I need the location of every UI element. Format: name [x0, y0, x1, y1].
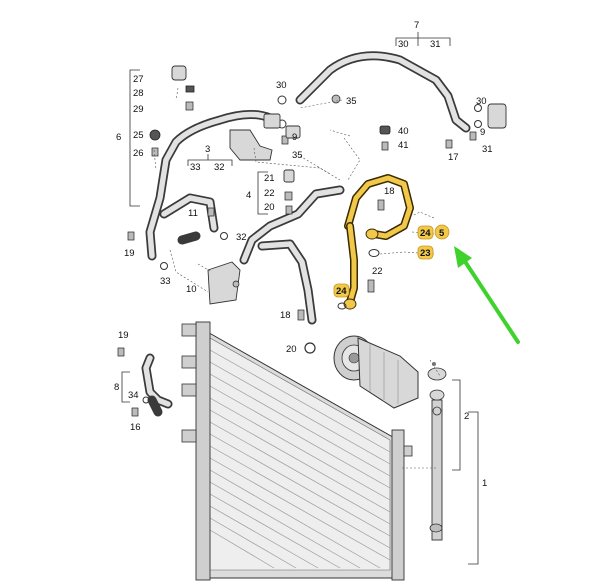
label-7: 7: [414, 20, 419, 31]
label-22: 22: [264, 188, 275, 199]
label-18-lower: 18: [280, 310, 291, 321]
badge-24-upper: [417, 225, 434, 240]
receiver-drier: [427, 362, 447, 541]
badge-23: [417, 245, 434, 260]
small-parts: [117, 65, 507, 417]
label-20: 20: [264, 202, 275, 213]
label-31: 31: [430, 39, 441, 50]
label-35-upper: 35: [346, 96, 357, 107]
grey-hoses: [141, 51, 471, 417]
label-32: 32: [214, 162, 225, 173]
label-17: 17: [448, 152, 459, 163]
label-25: 25: [133, 130, 144, 141]
compressor: [333, 335, 419, 409]
label-19: 19: [124, 248, 135, 259]
badge-5: [434, 224, 450, 240]
label-4: 4: [246, 190, 251, 201]
part-labels: 7 30 31 27 28 29 6 25 26 30 9 35 35 3 33…: [114, 20, 493, 489]
label-3: 3: [205, 144, 210, 155]
label-24-upper: 24: [420, 228, 431, 239]
label-29: 29: [133, 104, 144, 115]
label-18: 18: [384, 186, 395, 197]
label-33-lower: 33: [160, 276, 171, 287]
label-26: 26: [133, 148, 144, 159]
label-23: 23: [420, 248, 431, 259]
label-40: 40: [398, 126, 409, 137]
label-6: 6: [116, 132, 121, 143]
label-30: 30: [398, 39, 409, 50]
label-32-lower: 32: [236, 232, 247, 243]
condenser: [181, 321, 413, 581]
label-19-lower: 19: [118, 330, 129, 341]
label-27: 27: [133, 74, 144, 85]
label-9-right: 9: [480, 127, 485, 138]
label-9-upper: 9: [292, 132, 297, 143]
label-33: 33: [190, 162, 201, 173]
label-30-upper: 30: [276, 80, 287, 91]
green-arrow-icon: [454, 246, 520, 344]
label-41: 41: [398, 140, 409, 151]
label-21: 21: [264, 173, 275, 184]
badge-24-lower: [333, 283, 350, 298]
highlighted-hose: [343, 174, 414, 310]
label-1: 1: [482, 478, 487, 489]
label-10: 10: [186, 284, 197, 295]
label-22-right: 22: [372, 266, 383, 277]
label-30-right: 30: [476, 96, 487, 107]
label-5: 5: [439, 228, 445, 239]
label-34: 34: [128, 390, 139, 401]
label-20-lower: 20: [286, 344, 297, 355]
label-2: 2: [464, 411, 469, 422]
label-16: 16: [130, 422, 141, 433]
label-31-right: 31: [482, 144, 493, 155]
label-8: 8: [114, 382, 119, 393]
label-11: 11: [188, 208, 198, 219]
label-28: 28: [133, 88, 144, 99]
label-24-lower: 24: [336, 286, 347, 297]
label-35-lower: 35: [292, 150, 303, 161]
leader-lines: [121, 32, 479, 565]
